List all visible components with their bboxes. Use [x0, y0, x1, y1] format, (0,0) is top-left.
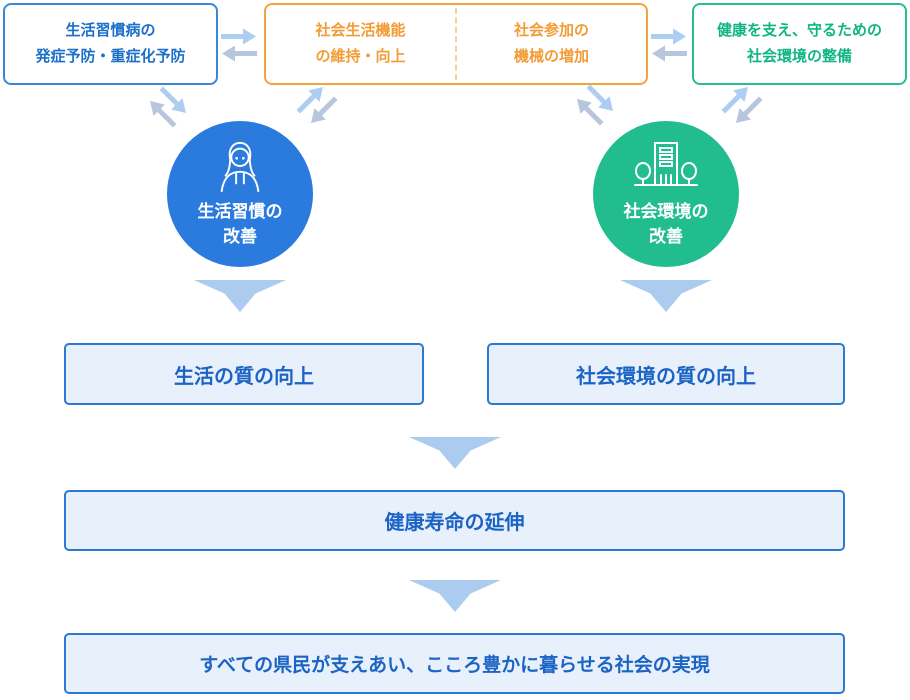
dashed-divider [455, 8, 457, 80]
swap-arrows-diagonal-icon [714, 77, 769, 132]
swap-arrows-diagonal-icon [567, 77, 622, 132]
social-environment-label: 健康を支え、守るための 社会環境の整備 [716, 21, 882, 65]
circle-environment-improvement: 社会環境の 改善 [593, 121, 739, 267]
building-icon [634, 141, 698, 186]
arrow-down-icon [409, 437, 501, 469]
final-goal-label: すべての県民が支えあい、こころ豊かに暮らせる社会の実現 [199, 655, 710, 676]
arrow-down-icon [409, 580, 501, 612]
quality-of-life-label: 生活の質の向上 [174, 365, 314, 388]
swap-arrows-glyph [296, 86, 338, 124]
swap-arrows-glyph [149, 86, 187, 128]
box-healthy-life-expectancy: 健康寿命の延伸 [64, 490, 845, 551]
top-box-social-function: 社会生活機能 の維持・向上 社会参加の 機械の増加 [264, 3, 648, 85]
top-box-lifestyle-disease: 生活習慣病の 発症予防・重症化予防 [3, 3, 218, 85]
quality-of-social-environment-label: 社会環境の質の向上 [576, 365, 756, 388]
swap-arrows-glyph [721, 86, 763, 124]
segment-social-participation: 社会参加の 機械の増加 [457, 18, 646, 71]
swap-arrows-glyph [221, 28, 257, 62]
person-icon [220, 141, 260, 192]
box-final-goal: すべての県民が支えあい、こころ豊かに暮らせる社会の実現 [64, 633, 845, 694]
box-quality-of-life: 生活の質の向上 [64, 343, 424, 405]
arrow-down-icon [620, 280, 712, 312]
swap-arrows-icon [219, 26, 259, 64]
circle-lifestyle-label: 生活習慣の 改善 [197, 201, 283, 246]
top-box-lifestyle-disease-label: 生活習慣病の 発症予防・重症化予防 [35, 21, 186, 65]
social-function-label: 社会生活機能 の維持・向上 [315, 21, 406, 65]
box-quality-of-social-environment: 社会環境の質の向上 [487, 343, 845, 405]
swap-arrows-diagonal-icon [140, 79, 195, 134]
social-participation-label: 社会参加の 機械の増加 [513, 21, 589, 65]
healthy-life-expectancy-label: 健康寿命の延伸 [384, 512, 525, 534]
swap-arrows-diagonal-icon [289, 77, 344, 132]
top-box-social-environment: 健康を支え、守るための 社会環境の整備 [692, 3, 907, 85]
arrow-down-icon [194, 280, 286, 312]
swap-arrows-icon [649, 26, 689, 64]
swap-arrows-glyph [576, 84, 614, 126]
circle-environment-label: 社会環境の 改善 [623, 201, 709, 246]
segment-social-function: 社会生活機能 の維持・向上 [266, 18, 455, 71]
swap-arrows-glyph [651, 28, 687, 62]
circle-lifestyle-improvement: 生活習慣の 改善 [167, 121, 313, 267]
